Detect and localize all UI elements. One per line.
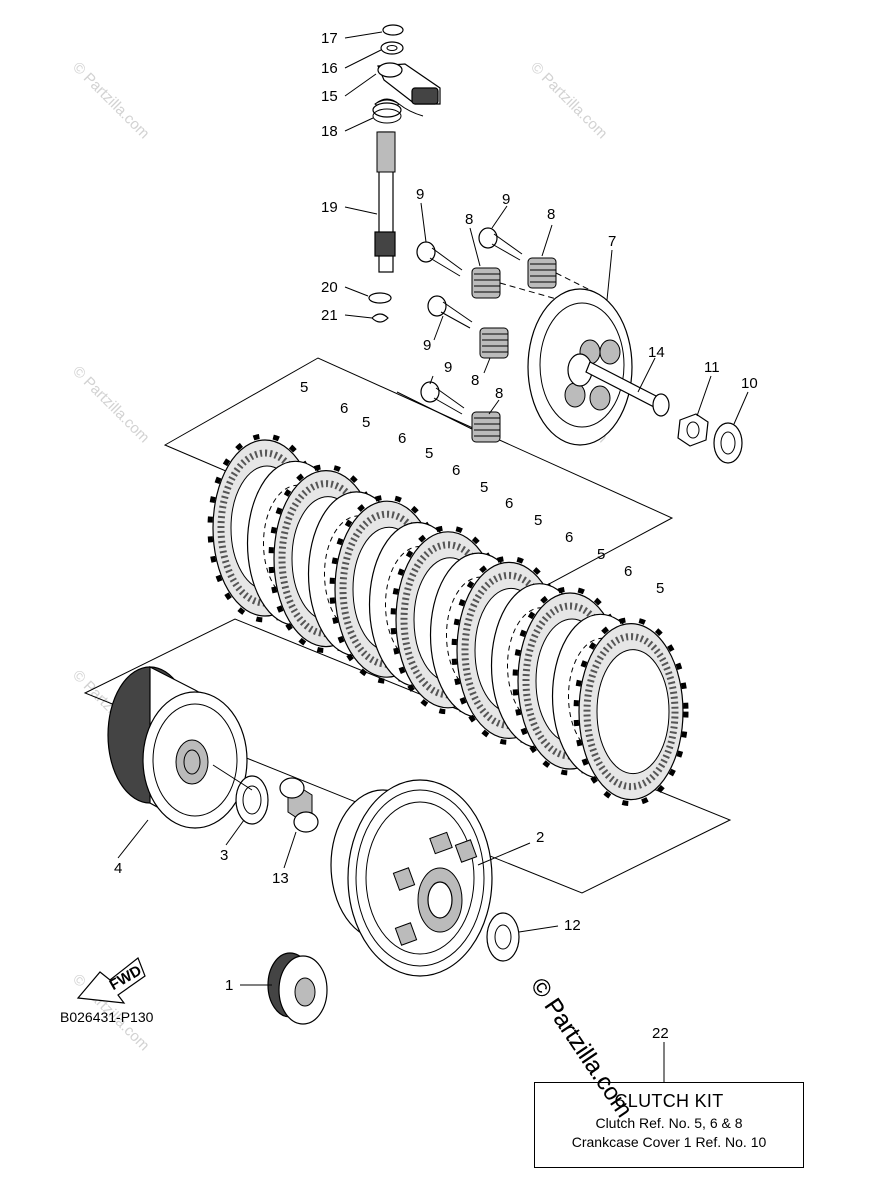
watermark: © Partzilla.com [69,59,152,142]
callout-8: 8 [471,372,479,389]
clutch-kit-line-2: Crankcase Cover 1 Ref. No. 10 [571,1134,767,1150]
callout-16: 16 [321,60,338,77]
callout-5: 5 [597,546,605,563]
callout-3: 3 [220,847,228,864]
spring-part [479,327,509,359]
callout-15: 15 [321,88,338,105]
pressure-bolts-and-springs [416,227,591,443]
spring-part [527,257,557,289]
callout-5: 5 [656,580,664,597]
callout-14: 14 [648,344,665,361]
clutch-boss-part [107,666,248,829]
callout-9: 9 [444,359,452,376]
lock-washer-part [713,422,743,464]
spring-part [471,267,501,299]
thrust-washer-part [235,775,269,825]
diagram-reference-code: B026431-P130 [60,1009,154,1025]
callout-22: 22 [652,1025,669,1042]
callout-5: 5 [300,379,308,396]
callout-8: 8 [547,206,555,223]
callout-12: 12 [564,917,581,934]
clutch-kit-line-1: Clutch Ref. No. 5, 6 & 8 [595,1115,743,1131]
push-lever-assembly [368,24,441,323]
pressure-plate-part [527,288,633,446]
callout-8: 8 [495,385,503,402]
callout-17: 17 [321,30,338,47]
callout-5: 5 [362,414,370,431]
bolt-part [420,381,465,415]
callout-9: 9 [416,186,424,203]
callout-18: 18 [321,123,338,140]
clutch-plate-stack [207,433,689,807]
clutch-housing-part [330,779,493,977]
callout-20: 20 [321,279,338,296]
shaft-clip-part [371,313,389,323]
watermark: © Partzilla.com [69,363,152,446]
callout-5: 5 [425,445,433,462]
callout-21: 21 [321,307,338,324]
callout-6: 6 [398,430,406,447]
callout-6: 6 [505,495,513,512]
callout-5: 5 [534,512,542,529]
friction-plate-part [573,617,689,807]
watermark: © Partzilla.com [527,59,610,142]
callout-9: 9 [423,337,431,354]
callout-10: 10 [741,375,758,392]
push-rod-part [585,361,670,417]
callout-6: 6 [624,563,632,580]
bolt-part [427,295,473,329]
circlip-part [382,24,404,36]
callout-11: 11 [704,359,720,376]
bolt-part [416,241,463,277]
leader-lines [117,31,749,1082]
callout-9: 9 [502,191,510,208]
spring-part [471,411,501,443]
callout-6: 6 [565,529,573,546]
locknut-part [677,413,709,447]
callout-1: 1 [225,977,233,994]
shim-part [486,912,520,962]
return-spring-part [372,102,402,118]
callout-8: 8 [465,211,473,228]
callout-labels: 17 16 15 18 19 20 21 9 9 9 9 8 8 8 8 7 1… [114,30,758,1042]
callout-7: 7 [608,233,616,250]
callout-5: 5 [480,479,488,496]
drive-gear-part [267,952,328,1025]
clutch-kit-title: CLUTCH KIT [614,1091,724,1111]
callout-4: 4 [114,860,122,877]
callout-2: 2 [536,829,544,846]
clutch-kit-box: CLUTCH KIT Clutch Ref. No. 5, 6 & 8 Cran… [534,1082,804,1168]
callout-13: 13 [272,870,289,887]
shaft-washer-part [368,292,392,304]
callout-19: 19 [321,199,338,216]
callout-6: 6 [452,462,460,479]
bolt-part [478,227,523,261]
callout-6: 6 [340,400,348,417]
bearing-collar-part [279,777,319,833]
washer-part [380,41,404,55]
